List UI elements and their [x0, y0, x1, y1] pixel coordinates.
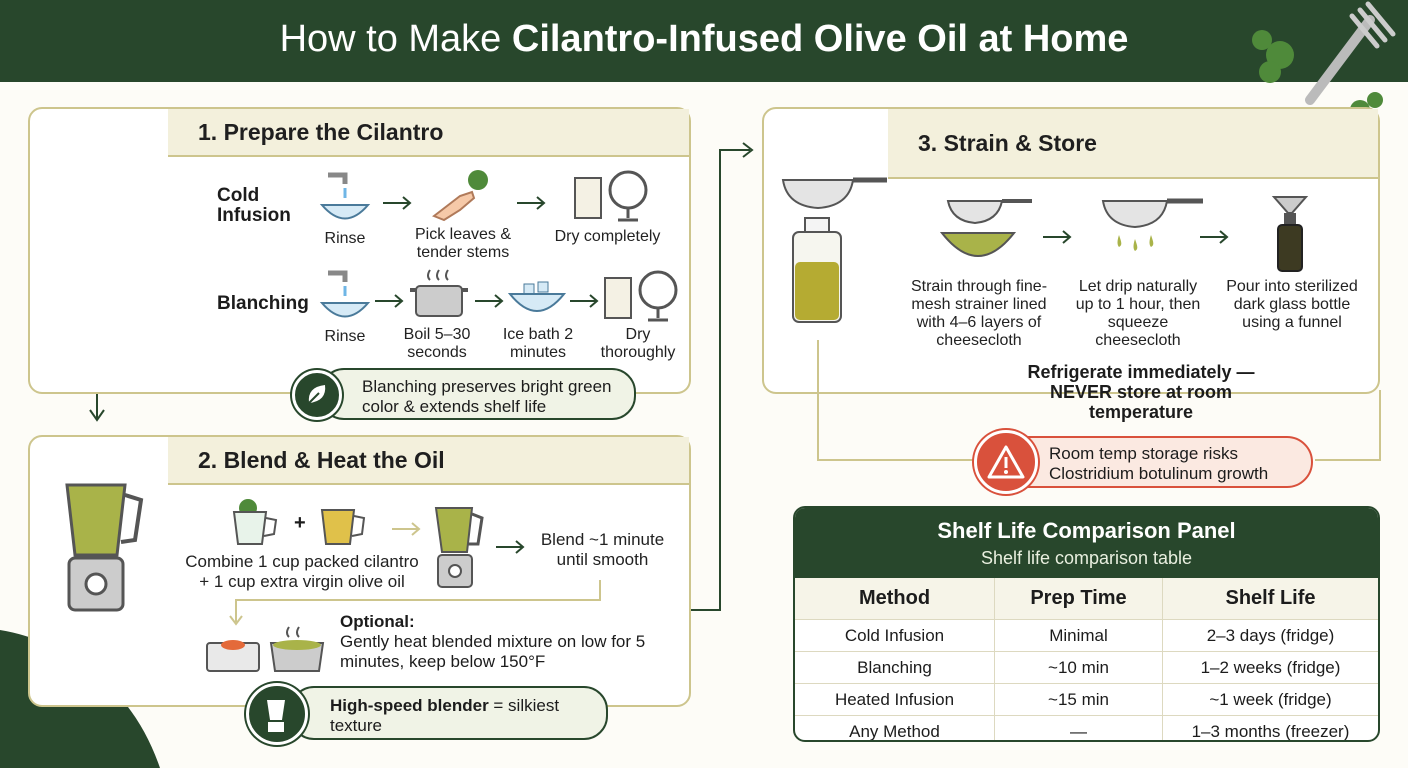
- stove-pot-icon: [206, 626, 325, 672]
- arrow-icon: [570, 294, 599, 308]
- combine-text: Combine 1 cup packed cilantro + 1 cup ex…: [185, 552, 419, 591]
- funnel-bottle-icon: [1271, 196, 1309, 272]
- drip-strainer-icon: [1101, 198, 1203, 251]
- blender-tip: High-speed blender = silkiest texture: [290, 686, 608, 740]
- fork-cilantro-icon: [1252, 1, 1396, 120]
- col-method: Method: [795, 578, 995, 619]
- table-cell: Heated Infusion: [795, 684, 995, 715]
- towel-fan-icon: [604, 270, 678, 322]
- strainer-bottle-icon: [781, 177, 887, 323]
- table-column-headers: Method Prep Time Shelf Life: [795, 578, 1378, 620]
- flow-return-line: [229, 580, 601, 626]
- table-title: Shelf Life Comparison Panel: [937, 518, 1236, 543]
- faucet-bowl-icon: [319, 172, 371, 220]
- faucet-bowl-icon: [319, 270, 371, 318]
- table-header: Shelf Life Comparison Panel Shelf life c…: [795, 508, 1378, 578]
- warning-icon: [974, 430, 1038, 494]
- table-cell: 1–3 months (freezer): [1191, 722, 1350, 741]
- refrigerate-warning: Refrigerate immediately — NEVER store at…: [1027, 362, 1255, 422]
- cold-step-pick: Pick leaves & tender stems: [414, 226, 512, 261]
- cold-step-rinse: Rinse: [324, 230, 366, 247]
- arrow-icon: [475, 294, 504, 308]
- page-title: How to Make Cilantro-Infused Olive Oil a…: [279, 18, 1129, 60]
- table-row: Cold Infusion Minimal 2–3 days (fridge): [795, 620, 1378, 652]
- optional-text: Gently heat blended mixture on low for 5…: [340, 632, 646, 671]
- table-cell: Cold Infusion: [795, 620, 995, 651]
- towel-fan-icon: [574, 170, 648, 222]
- leaf-badge-icon: [292, 370, 342, 420]
- blanch-step-rinse: Rinse: [324, 328, 366, 345]
- hand-leaves-icon: [431, 170, 488, 222]
- table-row: Any Method — 1–3 months (freezer): [795, 716, 1378, 741]
- blanch-step-dry: Dry thoroughly: [600, 326, 676, 361]
- table-subtitle: Shelf life comparison table: [980, 548, 1193, 568]
- blanch-step-ice: Ice bath 2 minutes: [502, 326, 574, 361]
- blanching-tip: Blanching preserves bright green color &…: [320, 368, 636, 420]
- arrow-icon: [375, 294, 404, 308]
- measuring-cup-cilantro-icon: [232, 499, 278, 545]
- cold-infusion-label: Cold Infusion: [217, 185, 291, 226]
- col-prep-time: Prep Time: [995, 578, 1163, 619]
- shelf-life-table: Shelf Life Comparison Panel Shelf life c…: [793, 506, 1380, 742]
- small-blender-icon: [434, 507, 484, 588]
- arrow-icon: [1200, 230, 1229, 244]
- blanch-step-boil: Boil 5–30 seconds: [403, 326, 471, 361]
- table-cell: 1–2 weeks (fridge): [1200, 657, 1341, 677]
- table-cell: Any Method: [795, 716, 995, 740]
- blanching-label: Blanching: [217, 293, 309, 314]
- strain-step-2: Let drip naturally up to 1 hour, then sq…: [1075, 278, 1201, 349]
- strain-step-1: Strain through fine-mesh strainer lined …: [910, 278, 1048, 349]
- blend-text: Blend ~1 minute until smooth: [540, 530, 665, 569]
- strain-step-3: Pour into sterilized dark glass bottle u…: [1226, 278, 1358, 331]
- section-2-heading: 2. Blend & Heat the Oil: [168, 437, 689, 485]
- table-cell: —: [995, 716, 1163, 740]
- alert-connector: [817, 340, 1381, 461]
- col-shelf-life: Shelf Life: [1225, 587, 1316, 609]
- measuring-cup-oil-icon: [320, 509, 366, 545]
- blender-icon: [65, 483, 144, 612]
- table-cell: Minimal: [995, 620, 1163, 651]
- table-cell: 2–3 days (fridge): [1206, 625, 1335, 645]
- arrow-icon: [1043, 230, 1072, 244]
- optional-label: Optional:: [340, 612, 415, 631]
- header-bar: [0, 0, 1408, 82]
- table-cell: ~1 week (fridge): [1209, 689, 1332, 709]
- table-cell: ~10 min: [995, 652, 1163, 683]
- arrow-icon: [383, 196, 412, 210]
- section-1-heading: 1. Prepare the Cilantro: [168, 109, 689, 157]
- table-row: Heated Infusion ~15 min ~1 week (fridge): [795, 684, 1378, 716]
- table-row: Blanching ~10 min 1–2 weeks (fridge): [795, 652, 1378, 684]
- plus-sign: +: [294, 512, 306, 534]
- arrow-icon: [517, 196, 546, 210]
- boiling-pot-icon: [410, 269, 468, 317]
- botulinum-alert: Room temp storage risks Clostridium botu…: [985, 436, 1313, 488]
- strainer-bowl-icon: [939, 199, 1032, 257]
- ice-bath-icon: [507, 281, 567, 312]
- cold-step-dry: Dry completely: [554, 228, 661, 245]
- section-3-heading: 3. Strain & Store: [888, 109, 1378, 179]
- arrow-icon: [392, 522, 421, 536]
- blender-badge-icon: [246, 683, 308, 745]
- arrow-icon: [496, 540, 525, 554]
- table-cell: Blanching: [795, 652, 995, 683]
- table-cell: ~15 min: [995, 684, 1163, 715]
